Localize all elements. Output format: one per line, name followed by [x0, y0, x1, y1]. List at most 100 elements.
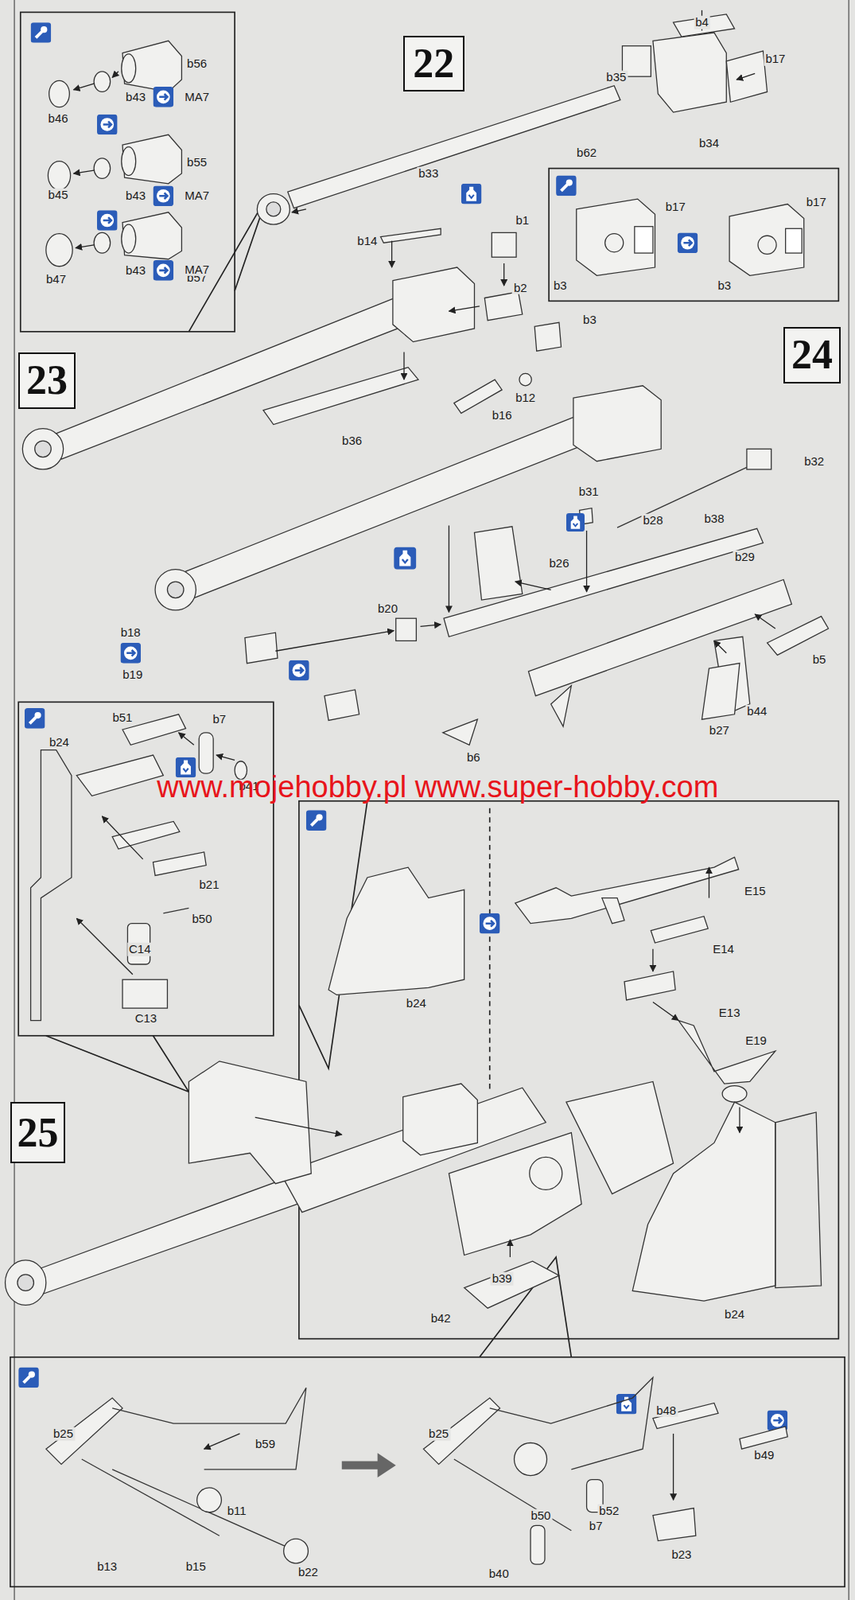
step-number-box: 23 — [18, 352, 76, 410]
part-number: b52 — [597, 1503, 621, 1517]
part-number: b22 — [296, 1564, 320, 1578]
icons — [97, 114, 118, 136]
part-number: b55 — [185, 155, 209, 170]
gun-assembly — [566, 1080, 674, 1194]
barrel — [380, 228, 442, 243]
part-number: b25 — [427, 1426, 451, 1441]
shield-parts — [153, 851, 207, 875]
shield-parts — [112, 820, 180, 849]
shield-parts — [31, 750, 72, 1021]
part-arrows — [736, 73, 755, 80]
part-arrows — [391, 240, 393, 268]
muzzle-brake-parts — [46, 40, 183, 266]
barrel — [673, 14, 735, 37]
part-number: b50 — [528, 1508, 552, 1523]
part-number: b39 — [490, 1271, 514, 1286]
carriage-trails — [514, 1441, 548, 1475]
part-number: b15 — [184, 1559, 208, 1574]
part-number: C13 — [133, 1011, 160, 1026]
step-number: 23 — [26, 359, 68, 401]
carriage-trails — [46, 1376, 788, 1564]
icons — [120, 642, 141, 664]
icons — [31, 22, 52, 43]
barrel — [652, 32, 727, 113]
part-number: b38 — [702, 511, 726, 525]
part-number: b1 — [513, 213, 531, 228]
part-number: b24 — [47, 734, 71, 749]
barrel — [726, 50, 767, 102]
part-number: b26 — [547, 556, 571, 571]
page-frame — [848, 0, 850, 1600]
barrel — [443, 718, 479, 745]
inset-frames — [299, 800, 839, 1339]
mg-mount — [515, 856, 739, 923]
shield-parts — [31, 714, 248, 1021]
icons — [479, 913, 501, 934]
part-number: b48 — [654, 1403, 678, 1418]
step-number: 24 — [791, 334, 833, 376]
part-number: E15 — [742, 884, 768, 898]
part-arrows — [204, 1433, 674, 1500]
part-number: b51 — [110, 711, 134, 725]
gun-assembly — [17, 1274, 35, 1291]
mg-mount — [650, 916, 708, 943]
inset-frames — [489, 808, 491, 1093]
part-number: b17 — [763, 52, 787, 67]
mg-mount — [722, 1085, 747, 1103]
part-arrows — [291, 10, 755, 213]
part-arrows — [738, 1107, 740, 1133]
part-arrows — [503, 263, 505, 286]
part-number: E14 — [711, 942, 736, 957]
muzzle-brake-parts — [121, 224, 137, 253]
mg-mount — [602, 897, 625, 924]
muzzle-brake-parts — [93, 71, 111, 93]
barrel — [617, 466, 747, 528]
part-arrows — [275, 630, 394, 652]
part-number: b24 — [722, 1307, 747, 1322]
step-number: 22 — [412, 42, 455, 85]
icons — [97, 209, 118, 231]
part-number: b7 — [210, 712, 228, 727]
part-number: b43 — [124, 90, 148, 105]
barrel — [34, 440, 52, 458]
inset-frames — [10, 11, 845, 1586]
part-number: b43 — [124, 189, 148, 203]
part-number: b25 — [51, 1426, 75, 1441]
barrel — [396, 617, 417, 641]
part-arrows — [392, 240, 505, 380]
carriage-trails — [652, 1402, 719, 1428]
part-number: b28 — [641, 513, 665, 528]
barrel — [263, 367, 419, 425]
part-arrows — [708, 866, 710, 898]
mg-mount — [678, 1020, 776, 1085]
part-number: b49 — [752, 1448, 776, 1462]
step-number: 25 — [16, 1111, 59, 1154]
icons — [153, 260, 175, 281]
part-number: b16 — [490, 408, 514, 423]
barrel — [767, 616, 829, 656]
barrel — [53, 295, 409, 459]
muzzle-brake-parts — [121, 54, 137, 83]
part-arrows — [216, 754, 235, 760]
icons — [153, 185, 175, 206]
barrel — [701, 663, 739, 720]
part-number: b18 — [119, 625, 143, 640]
breech-block — [576, 198, 805, 276]
part-arrows — [714, 640, 727, 653]
part-number: b5 — [811, 652, 828, 666]
icons — [461, 183, 482, 205]
part-number: b7 — [587, 1519, 605, 1533]
part-arrows — [101, 816, 143, 859]
gun-assembly — [5, 1259, 47, 1305]
carriage-trails — [112, 1387, 307, 1470]
carriage-trails — [112, 1469, 296, 1551]
barrel — [186, 412, 592, 598]
assembly-arrows — [75, 244, 94, 249]
assembly-arrows — [112, 71, 119, 78]
part-arrows — [178, 732, 195, 745]
gun-assembly — [188, 1060, 311, 1184]
part-arrows — [76, 732, 235, 975]
part-number: b62 — [575, 146, 599, 160]
mg-mount — [624, 971, 676, 1000]
part-arrows — [515, 581, 552, 590]
